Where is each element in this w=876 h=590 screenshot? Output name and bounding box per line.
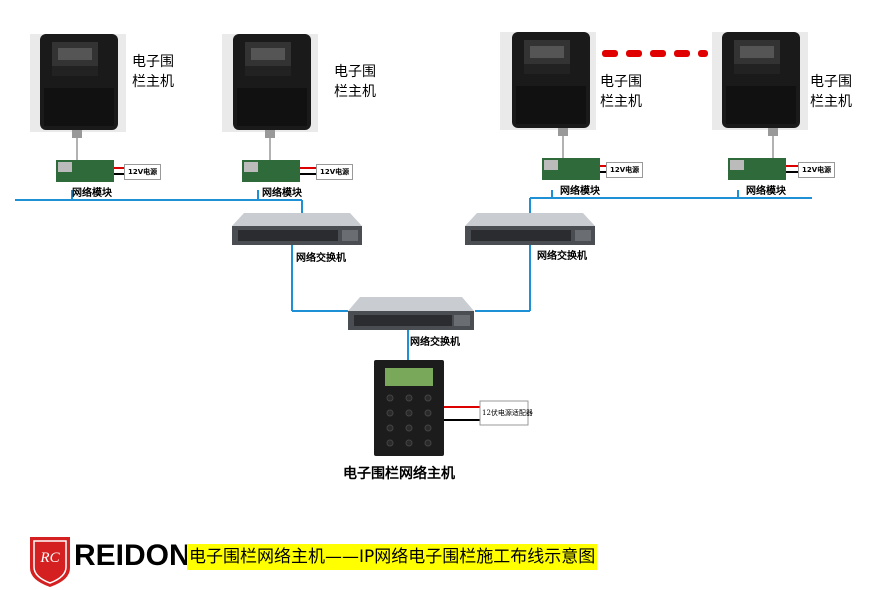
- network-controller: [374, 360, 529, 456]
- network-switch-center: [348, 297, 474, 330]
- ellipsis-dots: [602, 50, 708, 57]
- power-label-4: 12V电源: [798, 162, 836, 178]
- fence-host-label-line1: 电子围: [600, 74, 642, 90]
- fence-host-3: [500, 32, 596, 158]
- network-module-4: [728, 158, 798, 180]
- network-module-3: [542, 158, 606, 180]
- svg-text:RC: RC: [39, 550, 60, 566]
- switch-label-left: 网络交换机: [296, 253, 346, 264]
- switch-label-center: 网络交换机: [410, 337, 460, 348]
- main-controller-label: 电子围栏网络主机: [343, 466, 455, 482]
- network-module-label-3: 网络模块: [560, 186, 600, 197]
- switch-label-right: 网络交换机: [537, 251, 587, 262]
- power-label-3: 12V电源: [606, 162, 644, 178]
- fence-host-label-line2: 栏主机: [600, 94, 642, 110]
- power-label-2: 12V电源: [316, 164, 354, 180]
- adapter-label: 12伏电源适配器: [482, 409, 533, 417]
- network-switch-left: [232, 213, 362, 245]
- fence-host-label-line1: 电子围: [810, 74, 852, 90]
- fence-host-label-line1: 电子围: [132, 54, 174, 70]
- network-switch-right: [465, 213, 595, 245]
- network-module-label-1: 网络模块: [72, 188, 112, 199]
- fence-host-label-line2: 栏主机: [132, 74, 174, 90]
- network-module-label-2: 网络模块: [262, 188, 302, 199]
- network-module-label-4: 网络模块: [746, 186, 786, 197]
- fence-host-label-line2: 栏主机: [810, 94, 852, 110]
- fence-host-label-line1: 电子围: [334, 64, 376, 80]
- fence-host-label-4: 电子围 栏主机: [810, 72, 852, 112]
- reidon-logo-icon: RC: [30, 537, 70, 587]
- brand-name: REIDON: [74, 539, 191, 572]
- fence-host-2: [222, 34, 318, 160]
- footer-title: 电子围栏网络主机——IP网络电子围栏施工布线示意图: [187, 544, 598, 570]
- fence-host-4: [712, 32, 808, 158]
- power-label-1: 12V电源: [124, 164, 162, 180]
- fence-host-label-3: 电子围 栏主机: [600, 72, 642, 112]
- fence-host-1: [30, 34, 126, 160]
- network-module-2: [242, 160, 316, 182]
- fence-host-label-line2: 栏主机: [334, 84, 376, 100]
- network-cables: [15, 190, 812, 360]
- network-module-1: [56, 160, 124, 182]
- fence-host-label-1: 电子围 栏主机: [132, 52, 174, 92]
- fence-host-label-2: 电子围 栏主机: [334, 62, 376, 102]
